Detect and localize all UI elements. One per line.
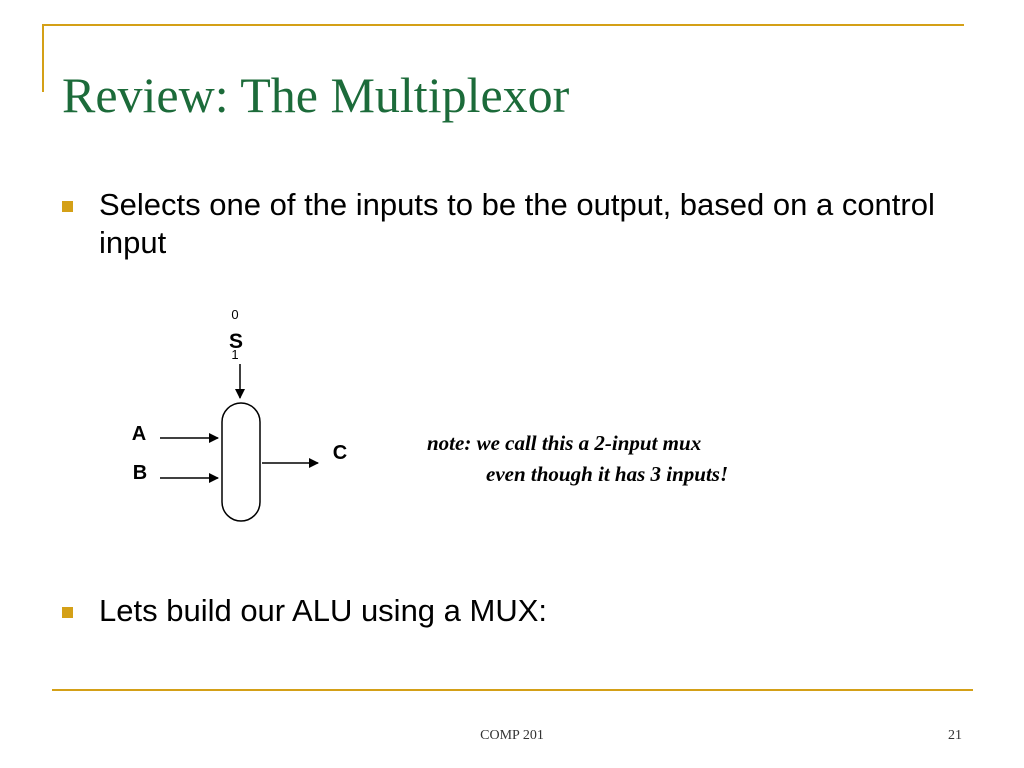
bullet-item-1: Selects one of the inputs to be the outp… [62,186,962,262]
input-a-label: A [132,423,146,445]
bullet-square-icon [62,201,73,212]
diagram-note: note: we call this a 2-input mux even th… [427,428,728,490]
frame-left-rule [42,24,44,92]
frame-top-rule [42,24,964,26]
footer-rule [52,689,973,691]
footer-course: COMP 201 [480,728,544,743]
select-label: S [229,330,243,353]
slide-title: Review: The Multiplexor [62,67,570,123]
bullet-text-2: Lets build our ALU using a MUX: [99,593,548,628]
input-b-label: B [133,462,147,484]
output-c-label: C [333,442,347,464]
mux-body [221,402,261,522]
bullet-square-icon [62,607,73,618]
bullet-item-2: Lets build our ALU using a MUX: [62,592,547,630]
footer-page-number: 21 [948,728,962,743]
note-line-2: even though it has 3 inputs! [486,462,729,486]
select-value-top: 0 [231,307,238,322]
select-value-bottom: 1 [231,347,238,362]
note-line-1: note: we call this a 2-input mux [427,431,702,455]
bullet-text-1: Selects one of the inputs to be the outp… [99,187,935,260]
